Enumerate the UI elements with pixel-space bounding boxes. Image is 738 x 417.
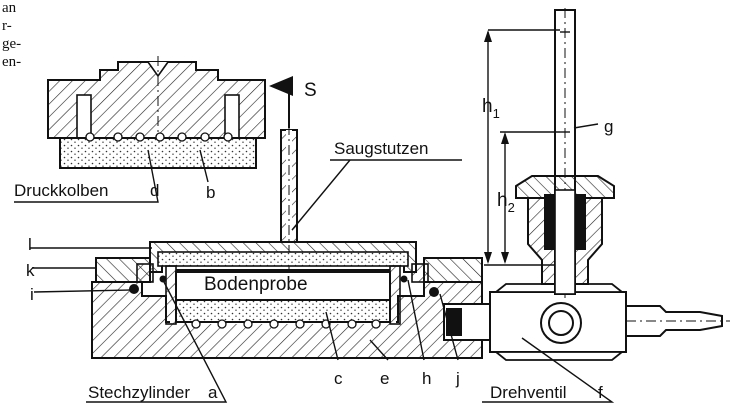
seal-rings [129,275,439,297]
label-k: k [26,261,35,280]
margin-text: an r- ge- en- [2,0,21,70]
label-b: b [206,183,215,202]
label-h2: h2 [497,190,515,215]
drehventil [443,8,730,361]
dimension-lines [484,29,560,266]
margin-text-line-2: r- [2,18,12,34]
label-bodenprobe: Bodenprobe [204,274,308,295]
label-d: d [150,181,159,200]
label-g: g [604,117,613,136]
label-e: e [380,369,389,388]
label-i: i [30,285,34,304]
soil-sample [175,271,391,329]
margin-text-line-4: en- [2,54,21,70]
margin-text-line-3: ge- [2,36,21,52]
margin-text-line-1: an [2,0,17,16]
label-druckkolben: Druckkolben [14,181,109,200]
label-stechzylinder: Stechzylinder [88,383,190,402]
label-a: a [208,383,218,402]
label-s: S [304,80,317,101]
druckkolben-inset [47,56,266,169]
saugstutzen-nozzle [269,76,298,300]
label-saugstutzen: Saugstutzen [334,139,429,158]
lid [149,241,417,273]
label-j: j [455,369,460,388]
label-drehventil: Drehventil [490,383,567,402]
label-l: l [28,235,32,254]
label-f: f [598,383,603,402]
label-h: h [422,369,431,388]
label-h1: h1 [482,96,500,121]
label-c: c [334,369,343,388]
leader-lines [14,123,615,403]
